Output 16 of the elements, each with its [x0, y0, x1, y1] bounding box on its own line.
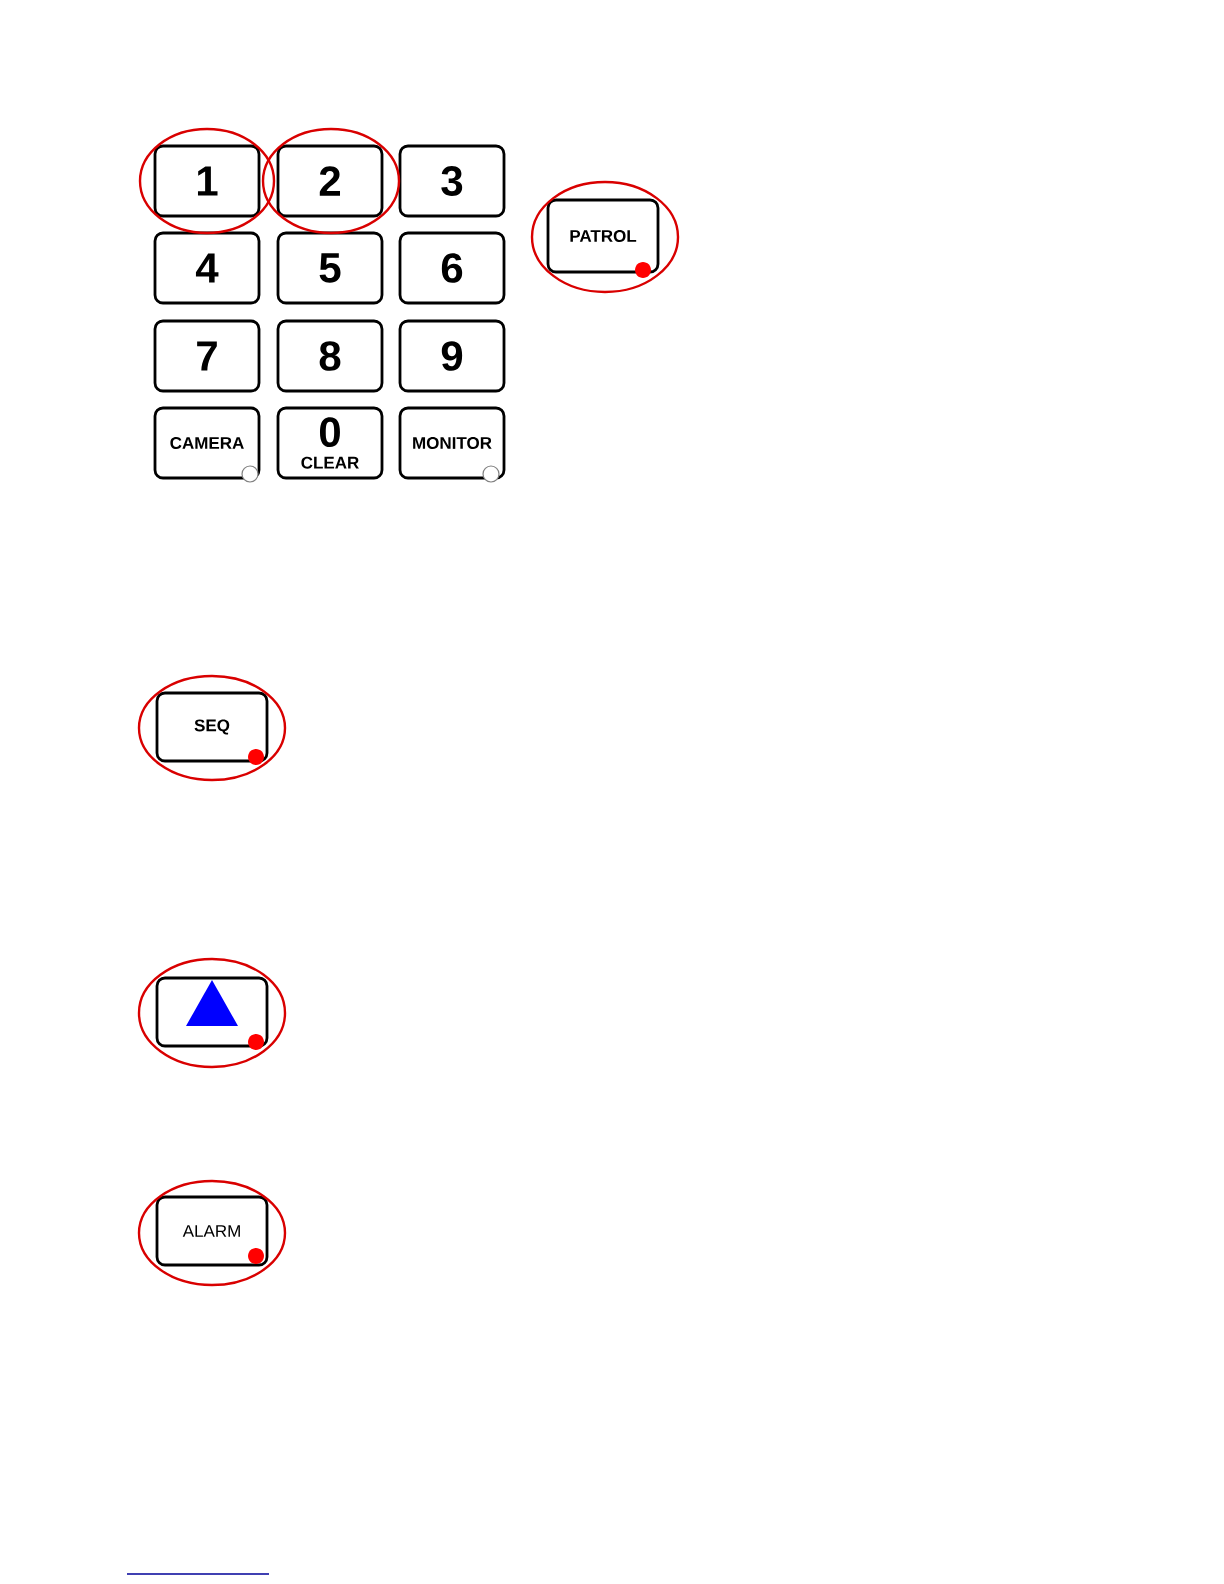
keypad-button: 5: [276, 231, 384, 305]
keypad-button: [155, 976, 269, 1048]
keypad-button: PATROL: [546, 198, 660, 274]
keypad-button: 7: [153, 319, 261, 393]
keypad-button: 6: [398, 231, 506, 305]
keypad-button: 3: [398, 144, 506, 218]
keypad-button: CAMERA: [153, 406, 261, 480]
keypad-button: SEQ: [155, 691, 269, 763]
keypad-button: 1: [153, 144, 261, 218]
keypad-button: MONITOR: [398, 406, 506, 480]
keypad-button: ALARM: [155, 1195, 269, 1267]
keypad-button: 2: [276, 144, 384, 218]
keypad-button: 8: [276, 319, 384, 393]
keypad-button: 0 CLEAR: [276, 406, 384, 480]
keypad-button: 4: [153, 231, 261, 305]
keypad-button: 9: [398, 319, 506, 393]
